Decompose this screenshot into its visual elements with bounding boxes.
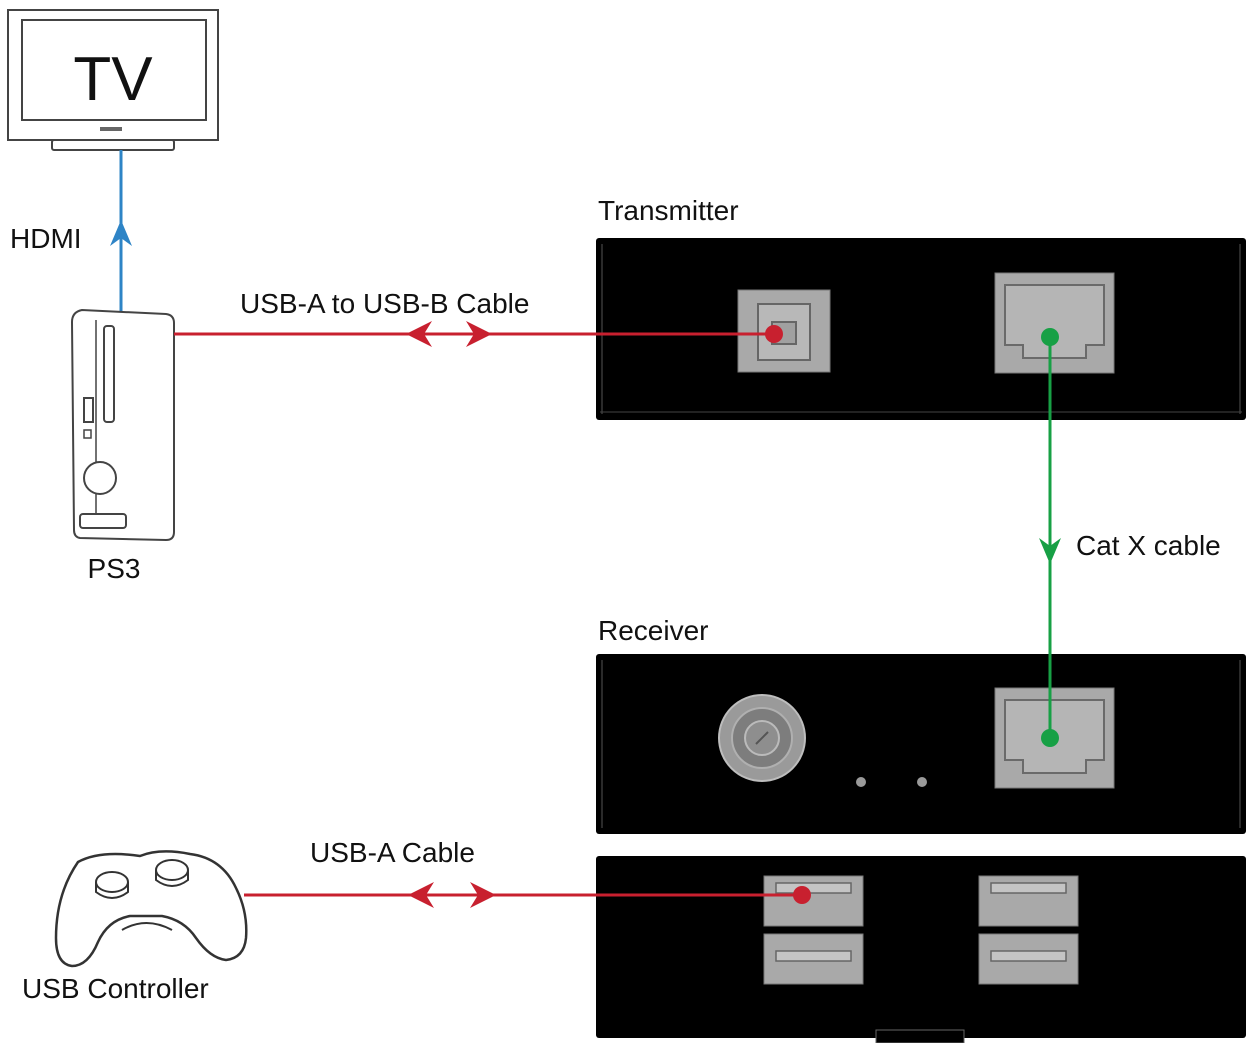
- ps3-label: PS3: [88, 553, 141, 584]
- hdmi-label: HDMI: [10, 223, 82, 254]
- transmitter-device: [596, 238, 1246, 420]
- dc-power-jack-icon: [718, 694, 806, 782]
- usb-a-cable-label: USB-A Cable: [310, 837, 475, 868]
- transmitter-label: Transmitter: [598, 195, 739, 226]
- cat-x-cable: [1039, 328, 1061, 747]
- usb-a-port-icon: [978, 875, 1079, 985]
- tv-icon: [7, 9, 219, 151]
- hdmi-cable: [110, 150, 132, 312]
- gamepad-icon: [54, 850, 248, 968]
- receiver-label: Receiver: [598, 615, 708, 646]
- led-indicator: [856, 777, 866, 787]
- console-icon: [70, 308, 175, 542]
- usb-controller-label: USB Controller: [22, 973, 209, 1004]
- usb-ab-cable: [174, 321, 783, 347]
- tv-label: TV: [73, 45, 153, 114]
- cat-x-cable-label: Cat X cable: [1076, 530, 1221, 561]
- receiver-device-back: [596, 856, 1246, 1043]
- usb-a-port-icon: [763, 875, 864, 985]
- rj45-port-icon: [994, 272, 1115, 374]
- usb-a-cable: [244, 882, 811, 908]
- led-indicator: [917, 777, 927, 787]
- usb-b-port-icon: [737, 289, 831, 373]
- usb-ab-cable-label: USB-A to USB-B Cable: [240, 288, 529, 319]
- receiver-device-front: [596, 654, 1246, 834]
